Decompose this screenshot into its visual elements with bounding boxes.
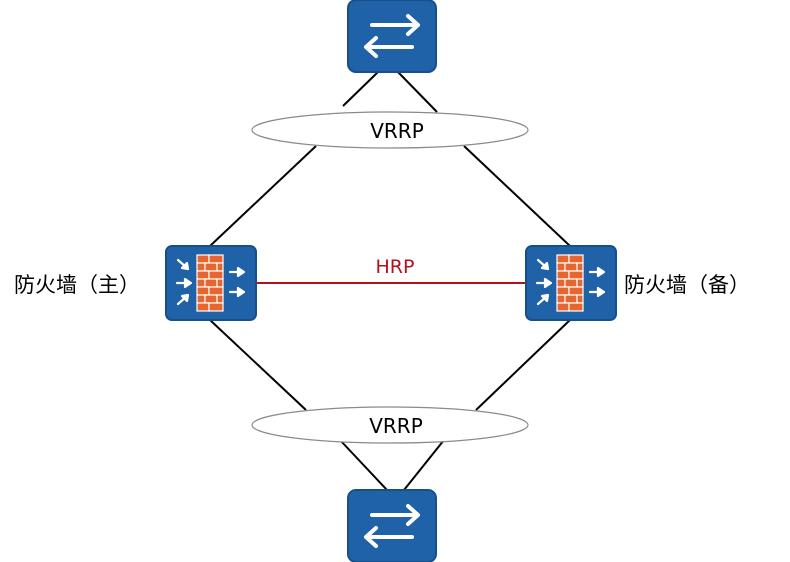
link-vrrp-top-to-primary — [209, 145, 317, 247]
switch-icon — [346, 0, 438, 74]
link-vrrp-bottom-to-bottom-switch-left — [339, 439, 388, 491]
link-top-switch-to-vrrp-left — [342, 71, 379, 107]
link-primary-to-vrrp-bottom — [209, 319, 307, 411]
vrrp-group-top: VRRP — [251, 111, 529, 149]
firewall-primary-label: 防火墙（主） — [14, 273, 140, 297]
firewall-icon — [164, 244, 258, 322]
firewall-backup-label: 防火墙（备） — [624, 273, 750, 297]
vrrp-group-bottom: VRRP — [251, 406, 529, 444]
switch-icon — [346, 488, 438, 562]
link-vrrp-top-to-backup — [463, 145, 571, 247]
vrrp-top-label: VRRP — [370, 119, 424, 143]
hrp-label: HRP — [376, 256, 415, 278]
link-vrrp-bottom-to-bottom-switch-right — [403, 439, 445, 491]
link-top-switch-to-vrrp-right — [397, 71, 438, 113]
link-backup-to-vrrp-bottom — [475, 319, 571, 411]
firewall-icon — [524, 244, 618, 322]
vrrp-bottom-label: VRRP — [369, 414, 423, 438]
